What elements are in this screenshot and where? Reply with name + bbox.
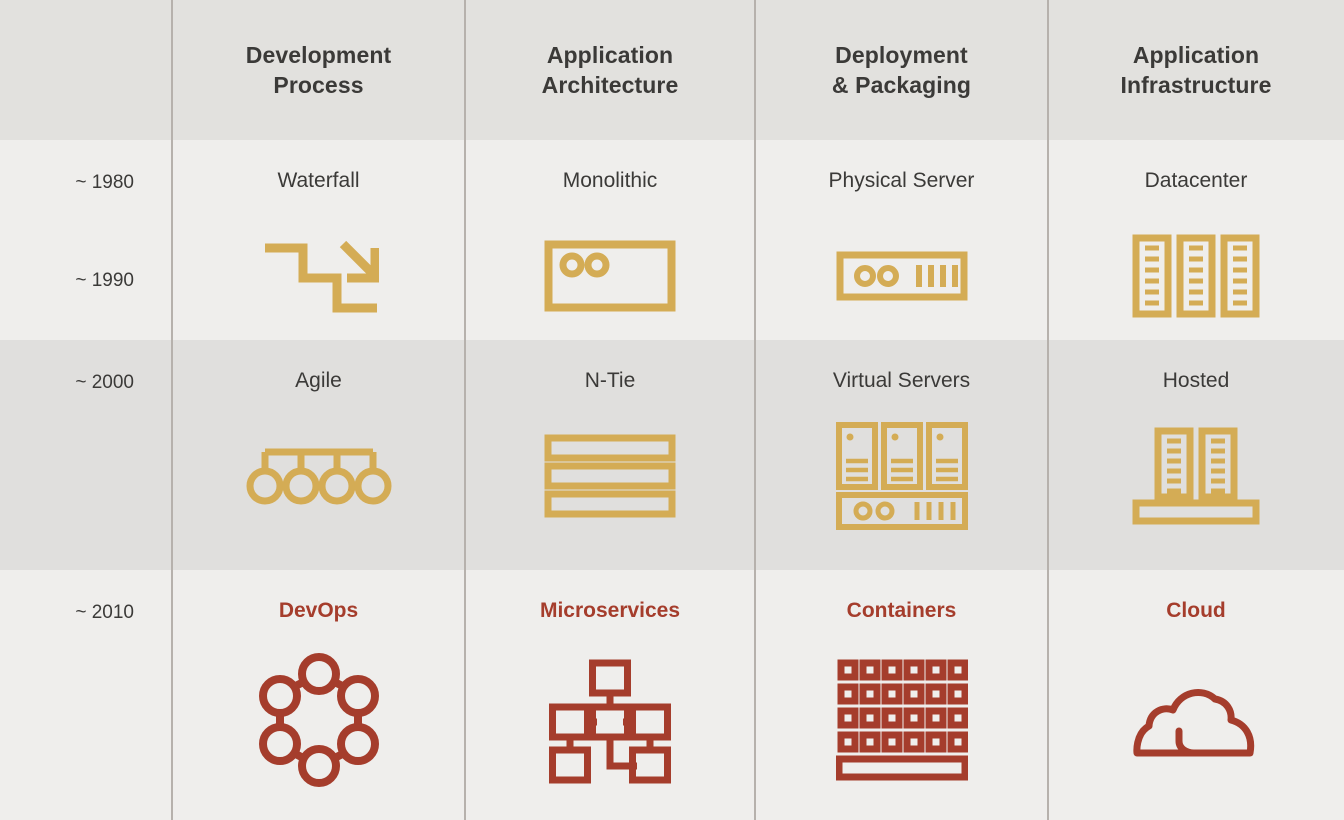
item-label-devops: DevOps xyxy=(278,599,359,622)
microservices-node-graph-icon xyxy=(545,645,675,795)
timeline-cell-2010: ~ 2010 xyxy=(0,570,172,820)
column-divider-2 xyxy=(464,0,466,820)
cell-microservices[interactable]: Microservices xyxy=(465,570,755,820)
waterfall-staircase-arrow-icon xyxy=(259,211,379,340)
header-line-1: Deployment xyxy=(835,41,968,68)
header-line-1: Development xyxy=(245,41,392,68)
cell-n-tie[interactable]: N-Tie xyxy=(465,340,755,570)
cell-virtual-servers[interactable]: Virtual Servers xyxy=(755,340,1048,570)
item-label-agile: Agile xyxy=(295,369,342,392)
cell-agile[interactable]: Agile xyxy=(172,340,465,570)
year-label-1980: ~ 1980 xyxy=(75,172,134,193)
column-divider-3 xyxy=(754,0,756,820)
year-label-1990: ~ 1990 xyxy=(75,270,134,291)
header-title-development-process: Development Process xyxy=(246,40,392,101)
item-label-containers: Containers xyxy=(846,599,957,622)
item-label-physical-server: Physical Server xyxy=(828,169,975,192)
item-label-microservices: Microservices xyxy=(539,599,681,622)
cloud-outline-icon xyxy=(1132,645,1260,795)
header-cell-development-process: Development Process xyxy=(172,0,465,140)
item-label-waterfall: Waterfall xyxy=(277,169,360,192)
item-label-monolithic: Monolithic xyxy=(562,169,658,192)
cell-hosted[interactable]: Hosted xyxy=(1048,340,1344,570)
column-divider-4 xyxy=(1047,0,1049,820)
header-cell-application-infrastructure: Application Infrastructure xyxy=(1048,0,1344,140)
datacenter-three-racks-icon xyxy=(1132,211,1260,340)
header-line-2: Architecture xyxy=(541,72,679,98)
header-line-1: Application xyxy=(546,41,674,68)
year-label-2000: ~ 2000 xyxy=(75,372,134,393)
item-label-datacenter: Datacenter xyxy=(1144,169,1248,192)
item-label-cloud: Cloud xyxy=(1166,599,1226,622)
header-row-band xyxy=(0,0,1344,140)
row-band-2010 xyxy=(0,570,1344,820)
timeline-cell-2000: ~ 2000 xyxy=(0,340,172,570)
header-line-2: & Packaging xyxy=(831,72,972,98)
header-line-1: Application xyxy=(1132,41,1260,68)
containers-grid-on-ship-icon xyxy=(835,645,968,795)
header-line-2: Infrastructure xyxy=(1120,72,1272,98)
cell-datacenter[interactable]: Datacenter xyxy=(1048,140,1344,340)
agile-comb-nodes-icon xyxy=(244,411,394,541)
header-title-deployment-packaging: Deployment & Packaging xyxy=(832,40,971,101)
header-title-application-infrastructure: Application Infrastructure xyxy=(1121,40,1272,101)
cell-waterfall[interactable]: Waterfall xyxy=(172,140,465,340)
item-label-n-tie: N-Tie xyxy=(584,369,636,392)
cell-devops[interactable]: DevOps xyxy=(172,570,465,820)
cell-cloud[interactable]: Cloud xyxy=(1048,570,1344,820)
header-cell-timeline xyxy=(0,0,172,140)
year-label-2010: ~ 2010 xyxy=(75,602,134,623)
cell-physical-server[interactable]: Physical Server xyxy=(755,140,1048,340)
virtual-servers-icon xyxy=(835,411,969,541)
cell-containers[interactable]: Containers xyxy=(755,570,1048,820)
header-line-2: Process xyxy=(273,72,364,98)
cell-monolithic[interactable]: Monolithic xyxy=(465,140,755,340)
item-label-hosted: Hosted xyxy=(1162,369,1230,392)
header-cell-application-architecture: Application Architecture xyxy=(465,0,755,140)
physical-server-rack-unit-icon xyxy=(836,211,968,340)
column-divider-1 xyxy=(171,0,173,820)
devops-hexagon-nodes-icon xyxy=(258,645,380,795)
item-label-virtual-servers: Virtual Servers xyxy=(832,369,971,392)
header-cell-deployment-packaging: Deployment & Packaging xyxy=(755,0,1048,140)
header-title-application-architecture: Application Architecture xyxy=(542,40,679,101)
timeline-cell-1980-1990: ~ 1980 ~ 1990 xyxy=(0,140,172,340)
n-tier-stacked-layers-icon xyxy=(544,411,676,541)
monolithic-box-icon xyxy=(544,211,676,340)
hosted-racks-on-platform-icon xyxy=(1132,411,1260,541)
